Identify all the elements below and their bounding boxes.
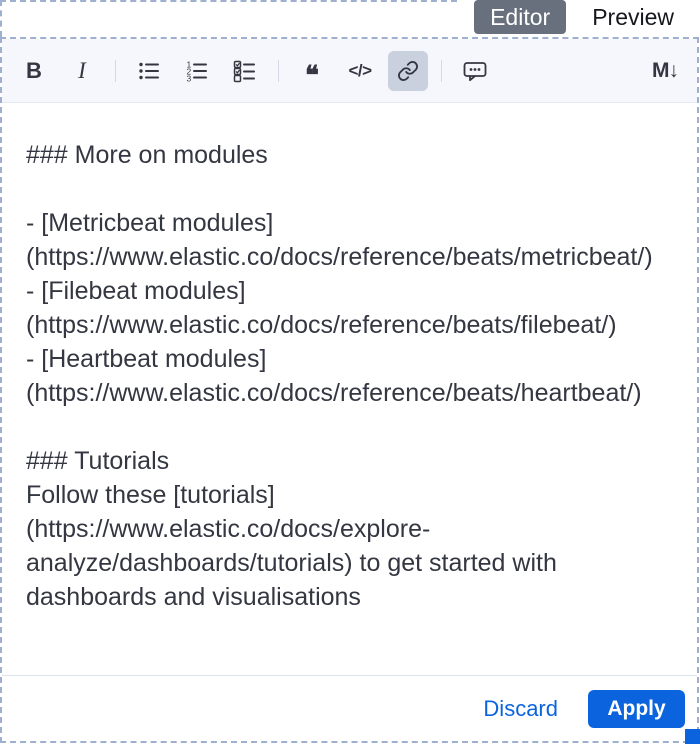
- toolbar-separator: [278, 59, 279, 82]
- link-icon: [397, 60, 419, 82]
- ordered-list-icon: 1 2 3: [185, 59, 209, 83]
- markdown-line: - [Heartbeat modules]: [26, 345, 267, 373]
- task-list-button[interactable]: [225, 51, 265, 91]
- tab-preview[interactable]: Preview: [592, 3, 674, 30]
- markdown-line: ### Tutorials: [26, 447, 170, 475]
- panel-selection-border-left: [0, 0, 2, 37]
- svg-text:2: 2: [187, 66, 192, 76]
- bold-button[interactable]: B: [14, 51, 54, 91]
- discard-button[interactable]: Discard: [483, 695, 558, 721]
- markdown-icon: M↓: [652, 58, 679, 82]
- panel-resize-handle[interactable]: [685, 729, 700, 744]
- markdown-line: - [Filebeat modules]: [26, 277, 246, 305]
- apply-button[interactable]: Apply: [588, 689, 685, 728]
- markdown-textarea[interactable]: ### More on modules - [Metricbeat module…: [2, 103, 697, 675]
- markdown-line: (https://www.elastic.co/docs/explore-: [26, 515, 431, 543]
- markdown-line: [26, 172, 673, 206]
- toolbar-separator: [115, 59, 116, 82]
- quote-button[interactable]: ❝: [292, 51, 332, 91]
- quote-icon: ❝: [305, 59, 319, 90]
- svg-text:1: 1: [187, 59, 192, 69]
- markdown-syntax-button[interactable]: M↓: [645, 51, 685, 91]
- bold-icon: B: [26, 57, 42, 83]
- comment-icon: [462, 59, 488, 83]
- markdown-line: - [Metricbeat modules]: [26, 209, 274, 237]
- markdown-line: (https://www.elastic.co/docs/reference/b…: [26, 311, 617, 339]
- unordered-list-icon: [137, 59, 161, 83]
- link-button[interactable]: [388, 50, 428, 91]
- italic-icon: I: [78, 57, 86, 83]
- markdown-line: Follow these [tutorials]: [26, 481, 275, 509]
- italic-button[interactable]: I: [62, 51, 102, 91]
- markdown-line: (https://www.elastic.co/docs/reference/b…: [26, 243, 653, 271]
- task-list-icon: [233, 59, 257, 83]
- editor-footer: Discard Apply: [2, 675, 697, 741]
- unordered-list-button[interactable]: [129, 51, 169, 91]
- panel-selection-border-top: [0, 0, 457, 2]
- code-icon: </>: [348, 60, 372, 80]
- toolbar-separator: [441, 59, 442, 82]
- editor-mode-tabs: Editor Preview: [474, 0, 690, 34]
- svg-text:3: 3: [187, 73, 192, 83]
- tab-editor[interactable]: Editor: [474, 0, 567, 34]
- comment-button[interactable]: [455, 51, 495, 91]
- code-button[interactable]: </>: [340, 51, 380, 91]
- markdown-editor-panel: B I: [0, 37, 699, 743]
- markdown-toolbar: B I: [2, 39, 697, 103]
- markdown-line: dashboards and visualisations: [26, 583, 361, 611]
- markdown-line: [26, 410, 673, 444]
- ordered-list-button[interactable]: 1 2 3: [177, 51, 217, 91]
- markdown-line: (https://www.elastic.co/docs/reference/b…: [26, 379, 642, 407]
- markdown-line: analyze/dashboards/tutorials) to get sta…: [26, 549, 557, 577]
- markdown-line: ### More on modules: [26, 141, 268, 169]
